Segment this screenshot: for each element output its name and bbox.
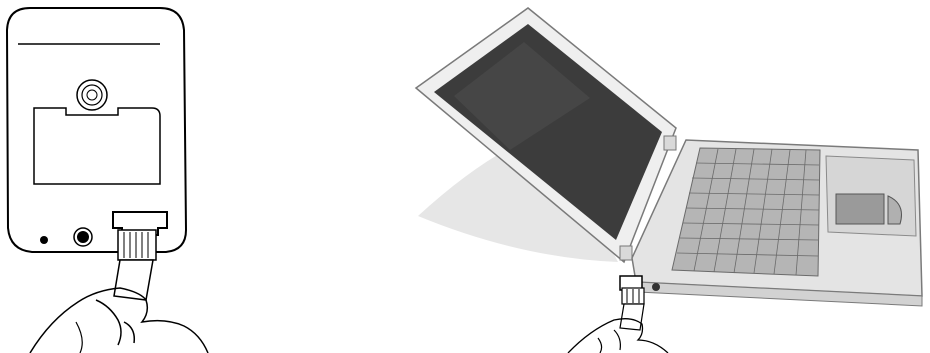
laptop-svg [414,7,923,353]
label-plate [33,107,161,185]
camera-rear-svg [5,7,209,353]
keyboard-keys [676,148,820,276]
laptop-keyboard [671,147,821,277]
laptop-touchpad [835,193,885,225]
laptop-hand-outline [567,318,669,353]
laptop-illustration [400,0,930,353]
ethernet-cable [113,259,154,301]
hand-outline [29,287,209,353]
reset-hole [40,236,48,244]
laptop-shadow [418,130,618,262]
laptop-screen [434,24,662,240]
rj45-plug [117,229,157,261]
laptop-side-jack [652,283,660,291]
laptop-hinge [663,135,677,151]
laptop-ethernet-cable [619,303,645,331]
camera-rear-illustration [0,0,260,353]
laptop-rj45-plug [621,287,645,305]
